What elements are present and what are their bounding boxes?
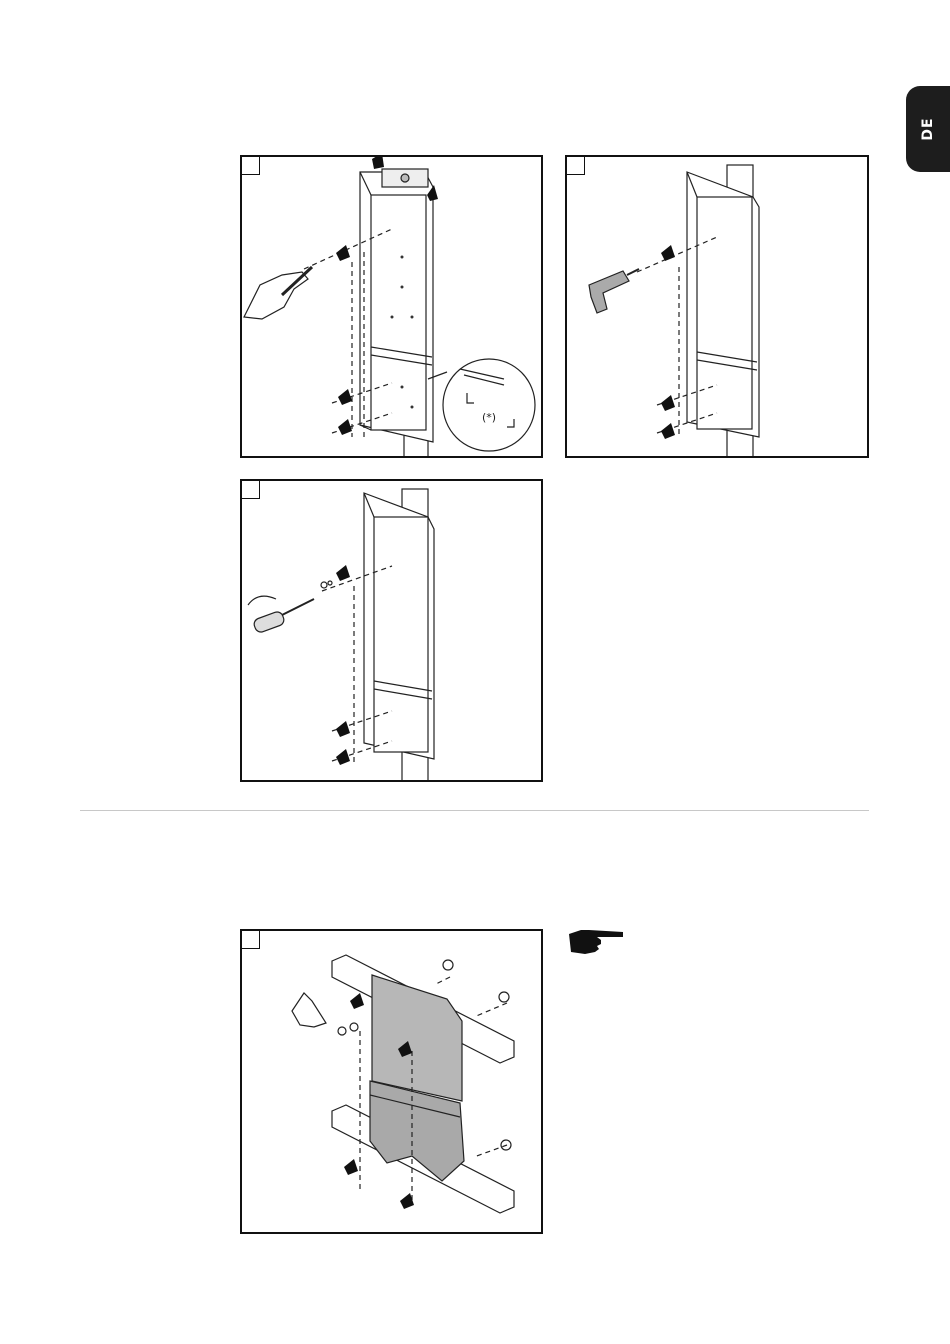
step-number-box [242,931,260,949]
pointing-hand-icon [567,928,627,961]
figure-step-1: (*) [240,155,543,458]
figure-step-4 [240,929,543,1234]
language-tab: DE [906,86,950,172]
figure-step-3 [240,479,543,782]
language-tab-label: DE [920,117,936,140]
figure-step-3-illustration [242,481,541,780]
step-number-box [567,157,585,175]
step-number-box [242,481,260,499]
figure-step-1-illustration: (*) [242,157,541,456]
zoom-callout-label: (*) [482,411,496,424]
section-divider [80,810,869,811]
figure-step-4-illustration [242,931,541,1232]
figure-step-2-illustration [567,157,867,456]
step-number-box [242,157,260,175]
figure-step-2 [565,155,869,458]
